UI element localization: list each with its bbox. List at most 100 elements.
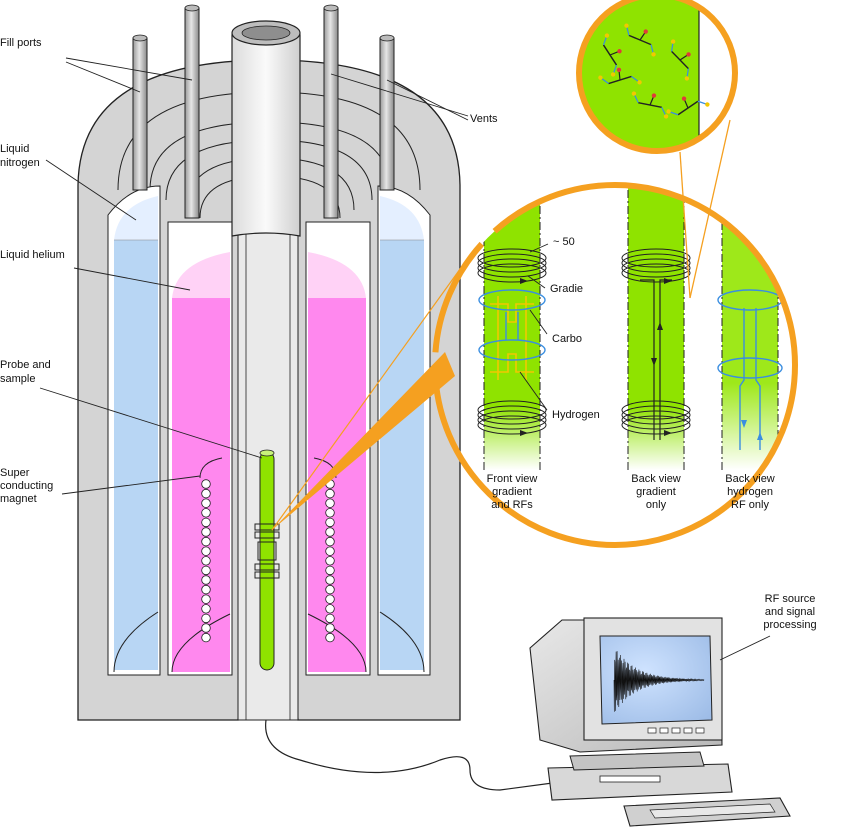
coil-turn	[201, 536, 211, 547]
leader-carbon	[529, 309, 548, 335]
label-probe-line2: sample	[0, 373, 35, 385]
gradient-coil-turn	[621, 258, 691, 278]
gradient-coil-turn	[621, 415, 691, 435]
hydrogen-loop-front-bottom	[478, 339, 546, 361]
molecule-pointer-2	[689, 119, 731, 299]
molecule	[602, 33, 622, 77]
fid-signal-trace	[613, 651, 705, 712]
leader-lines	[39, 57, 771, 661]
molecule	[670, 39, 691, 81]
leader-magnet	[61, 475, 201, 495]
coil-turn	[325, 488, 335, 499]
label-view-2-line3: only	[646, 499, 667, 511]
label-liquid-helium: Liquid helium	[0, 249, 65, 261]
leader-fill-port-1	[65, 61, 141, 93]
label-view-3-line3: RF only	[731, 499, 769, 511]
coil-turn	[201, 508, 211, 518]
molecule	[598, 67, 642, 85]
probe-insert-opening	[241, 25, 291, 41]
gradient-coil-turn	[621, 263, 691, 283]
label-view-2-line1: Back view	[631, 473, 681, 485]
label-view-1-line2: gradient	[492, 486, 532, 498]
label-fill-ports: Fill ports	[0, 37, 42, 49]
label-view-3-line1: Back view	[725, 473, 775, 485]
molecules	[598, 23, 710, 119]
label-probe-line1: Probe and	[0, 359, 51, 371]
coil-turn	[201, 623, 211, 633]
zoom-circle-border	[432, 182, 798, 548]
coil-turn	[201, 565, 211, 576]
hydrogen-loop-back-bottom	[717, 357, 783, 379]
coil-turn	[201, 594, 211, 604]
gradient-coil-turn	[477, 415, 547, 435]
gradient-coil-turn	[621, 248, 691, 268]
gradient-wiring-back	[640, 279, 672, 440]
magnet-dewar	[77, 4, 561, 791]
label-magnet-line3: magnet	[0, 493, 37, 505]
molecule-zoom	[576, 0, 738, 154]
coil-turn	[325, 584, 335, 595]
fill-port-pipe-2	[184, 4, 200, 219]
label-magnet-line1: Super	[0, 467, 30, 479]
label-rf-source-line2: and signal	[765, 606, 815, 618]
vent-pipe-1	[323, 4, 339, 219]
gradient-coil-turn	[621, 410, 691, 430]
label-view-1-line3: and RFs	[491, 499, 533, 511]
fill-port-pipe-1	[132, 34, 148, 191]
hydrogen-leads-back	[739, 308, 761, 450]
leader-vent-2	[386, 79, 469, 121]
callout-pointer-line	[271, 257, 469, 531]
coil-turn	[325, 546, 335, 556]
leader-hydrogen	[519, 371, 548, 411]
monitor-buttons	[647, 727, 705, 734]
coil-turn	[325, 536, 335, 547]
keyboard-keys	[649, 803, 776, 819]
leader-helium	[73, 267, 191, 291]
label-vents: Vents	[470, 113, 498, 125]
callout-pointer	[272, 352, 455, 530]
label-liquid-nitrogen-line2: nitrogen	[0, 157, 40, 169]
sample-tube	[254, 449, 280, 671]
gradient-coil-turn	[621, 405, 691, 425]
disk-drive	[599, 775, 661, 783]
coil-turn	[201, 546, 211, 556]
nitrogen-top-right	[380, 196, 424, 240]
text-labels: Fill ports Vents Liquid nitrogen Liquid …	[0, 37, 817, 631]
leader-coil-count	[529, 243, 549, 253]
coil-turn	[325, 632, 335, 643]
label-magnet-line2: conducting	[0, 480, 53, 492]
coil-turn	[201, 584, 211, 595]
label-view-2-line2: gradient	[636, 486, 676, 498]
coil-turn	[201, 517, 211, 528]
probe-coil-small	[254, 523, 280, 579]
label-liquid-nitrogen-line1: Liquid	[0, 143, 29, 155]
hydrogen-loop-front-top	[478, 289, 546, 311]
label-rf-source-line1: RF source	[765, 593, 816, 605]
coil-turn	[201, 604, 211, 614]
gradient-coil-turn	[477, 405, 547, 425]
molecule	[631, 91, 669, 119]
vent-pipe-2	[379, 34, 395, 191]
leader-nitrogen	[45, 159, 137, 221]
label-hydrogen: Hydrogen	[552, 409, 600, 421]
monitor-stand	[569, 751, 705, 771]
magnet-coil-right	[325, 479, 335, 643]
zoom-callout	[271, 0, 798, 548]
coil-turn	[325, 556, 335, 566]
coil-turn	[201, 613, 211, 624]
molecule	[624, 23, 656, 57]
coil-turn	[325, 575, 335, 585]
leader-fill-port-2	[65, 57, 193, 81]
coil-turn	[201, 556, 211, 566]
leader-rf-source	[719, 635, 771, 661]
coil-turn	[201, 479, 211, 489]
gradient-coil-turn	[621, 253, 691, 273]
liquid-helium-right	[308, 298, 366, 672]
label-carbon: Carbo	[552, 333, 582, 345]
carbon-rf-coil	[490, 296, 534, 380]
coil-turn	[201, 575, 211, 585]
nitrogen-base-curve-right	[379, 611, 425, 673]
magnet-coil-left	[201, 479, 211, 643]
label-gradient: Gradie	[550, 283, 583, 295]
